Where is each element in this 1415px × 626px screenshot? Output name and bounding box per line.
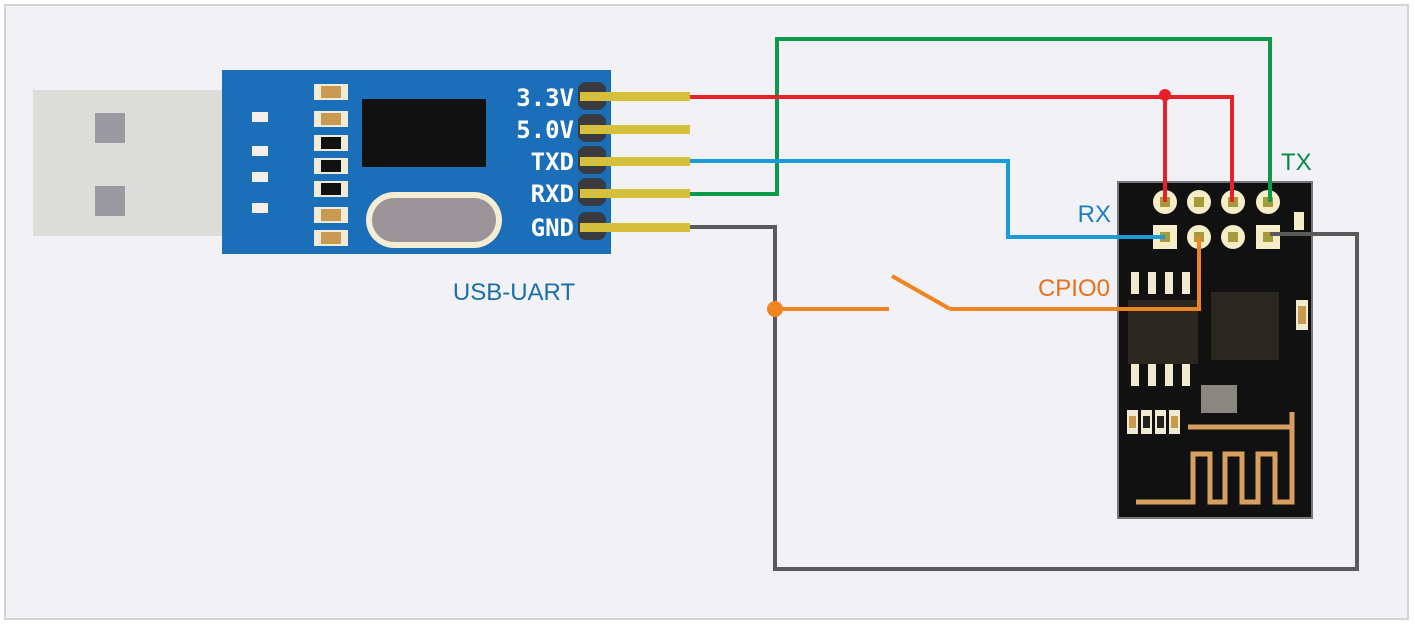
wire-gpio0	[950, 237, 1201, 311]
pin-label-5v: 5.0V	[516, 116, 574, 144]
label-gpio0: CPIO0	[1038, 275, 1110, 302]
header-pins	[578, 82, 690, 240]
pin-label-txd: TXD	[531, 148, 574, 176]
wire-rxd-to-tx	[690, 37, 1272, 202]
crystal-oscillator-body	[372, 198, 496, 242]
header-pin-txd	[580, 157, 690, 166]
usb-contact	[252, 112, 268, 122]
header-pin-5v	[580, 125, 690, 134]
esp-crystal	[1201, 385, 1237, 413]
usb-contact	[252, 146, 268, 156]
usb-uart-chip	[362, 99, 486, 167]
smd-components	[314, 84, 348, 246]
smd-led	[1294, 212, 1304, 230]
usb-uart-board: 3.3V 5.0V TXD RXD GND	[222, 70, 690, 254]
pin-label-gnd: GND	[531, 214, 574, 242]
wire-junction	[1159, 89, 1171, 101]
usb-plug-hole	[95, 186, 125, 216]
header-pin-3v3	[580, 92, 690, 101]
wire-txd-to-rx	[690, 159, 1165, 239]
usb-plug	[33, 90, 246, 236]
usb-contact	[252, 172, 268, 182]
pcb-antenna	[1136, 412, 1295, 505]
usb-uart-caption: USB-UART	[453, 279, 576, 306]
usb-plug-body	[33, 90, 228, 236]
header-pin-gnd	[580, 223, 690, 232]
smd-resistors	[1127, 410, 1180, 434]
usb-plug-hole	[95, 113, 125, 143]
usb-contact	[252, 203, 268, 213]
esp8266-chip	[1211, 292, 1279, 360]
wire-gnd	[690, 225, 1359, 571]
pin-label-3v3: 3.3V	[516, 84, 574, 112]
pin-label-rxd: RXD	[531, 180, 574, 208]
label-tx: TX	[1281, 149, 1312, 176]
switch-lever[interactable]	[891, 274, 951, 311]
wires	[690, 37, 1359, 571]
header-pin-rxd	[580, 189, 690, 198]
wire-junction	[767, 301, 783, 317]
wire-3v3	[690, 95, 1234, 202]
label-rx: RX	[1078, 201, 1111, 228]
